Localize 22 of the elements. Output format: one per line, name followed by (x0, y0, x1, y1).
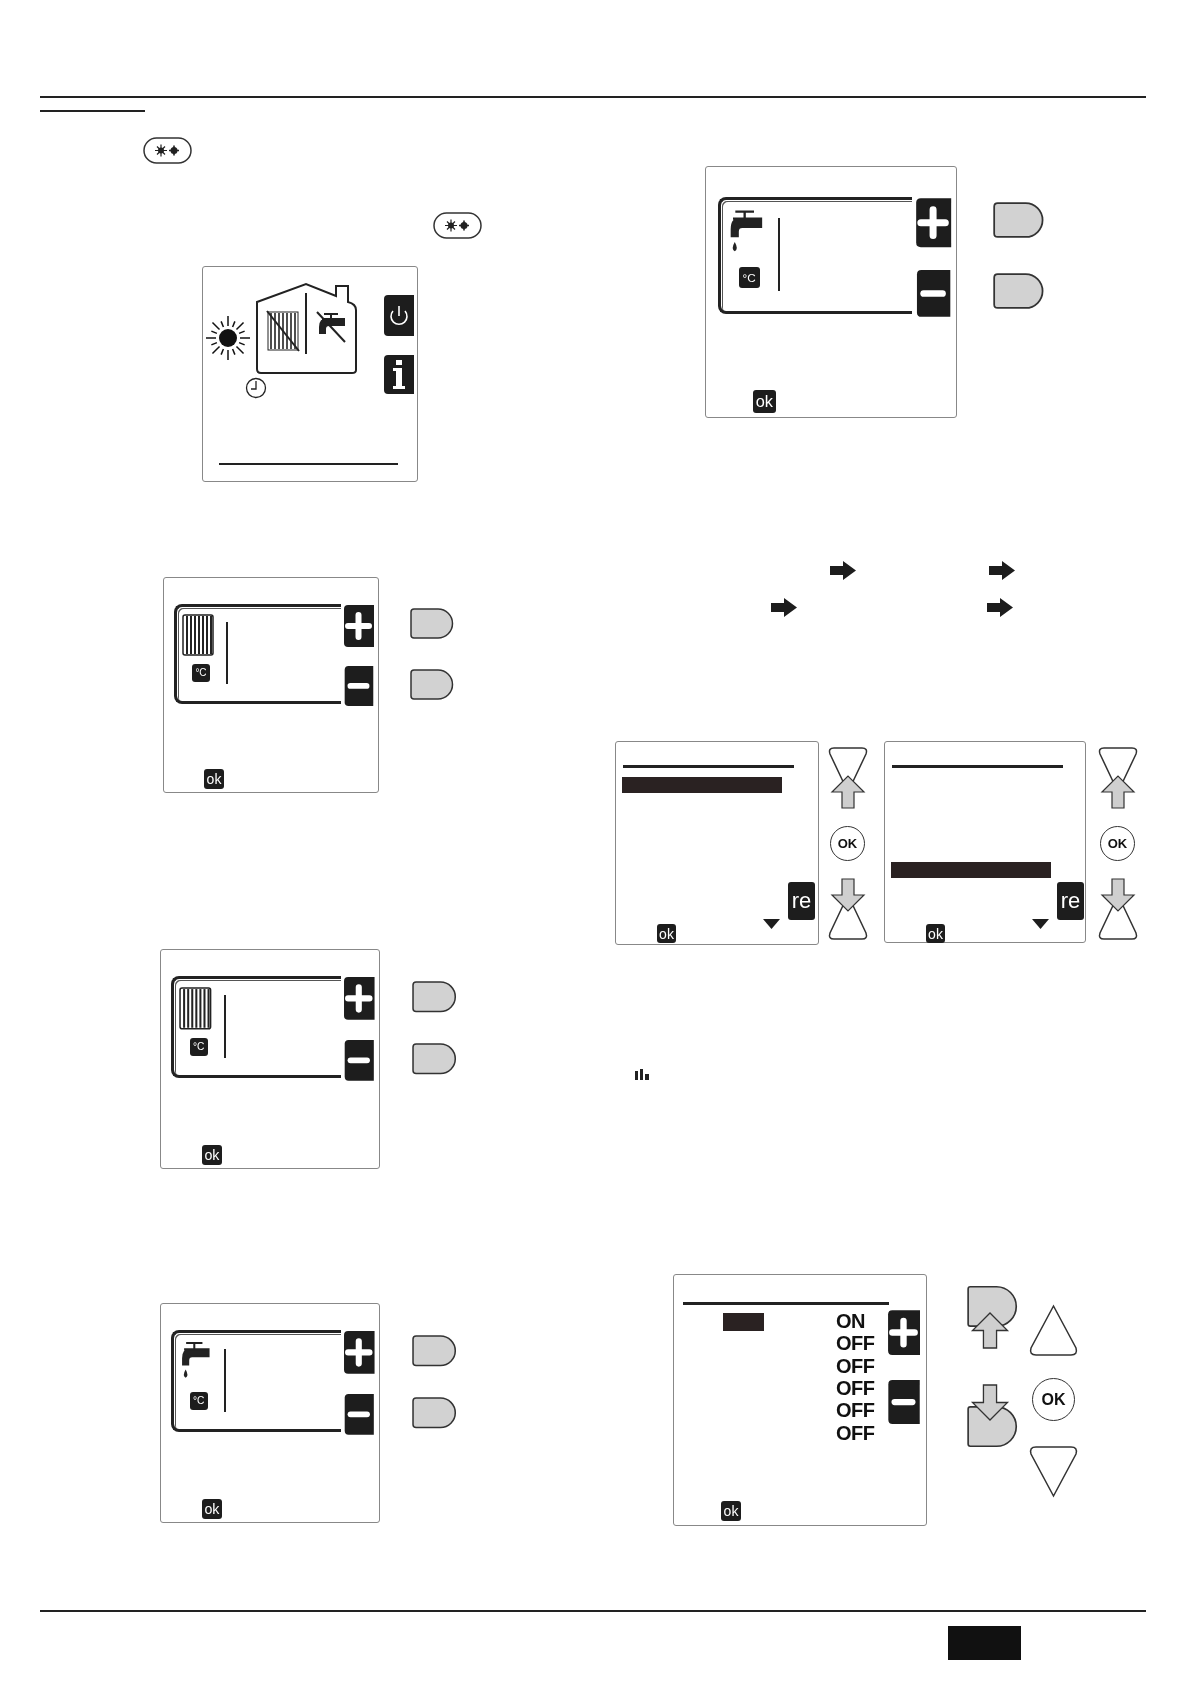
status-value: OFF (836, 1422, 875, 1443)
ok-softkey: ok (201, 1144, 223, 1165)
status-value: OFF (836, 1377, 875, 1398)
ok-softkey: ok (657, 924, 676, 943)
ok-softkey: ok (201, 1498, 223, 1519)
return-softkey: re (788, 882, 815, 920)
celsius-label: °C (192, 664, 210, 682)
ok-softkey: ok (752, 389, 776, 414)
status-value: ON (836, 1311, 865, 1331)
celsius-label: °C (189, 1391, 208, 1410)
ok-button: OK (1032, 1378, 1075, 1421)
celsius-label: °C (189, 1037, 208, 1056)
status-value: OFF (836, 1333, 875, 1354)
celsius-label: °C (738, 267, 760, 289)
status-value: OFF (836, 1400, 875, 1421)
ok-softkey: ok (204, 769, 224, 789)
ok-button: OK (830, 826, 865, 861)
status-value: OFF (836, 1355, 875, 1376)
ok-softkey: ok (926, 924, 945, 943)
ok-softkey: ok (721, 1501, 741, 1521)
ok-button: OK (1100, 826, 1135, 861)
return-softkey: re (1057, 882, 1084, 920)
